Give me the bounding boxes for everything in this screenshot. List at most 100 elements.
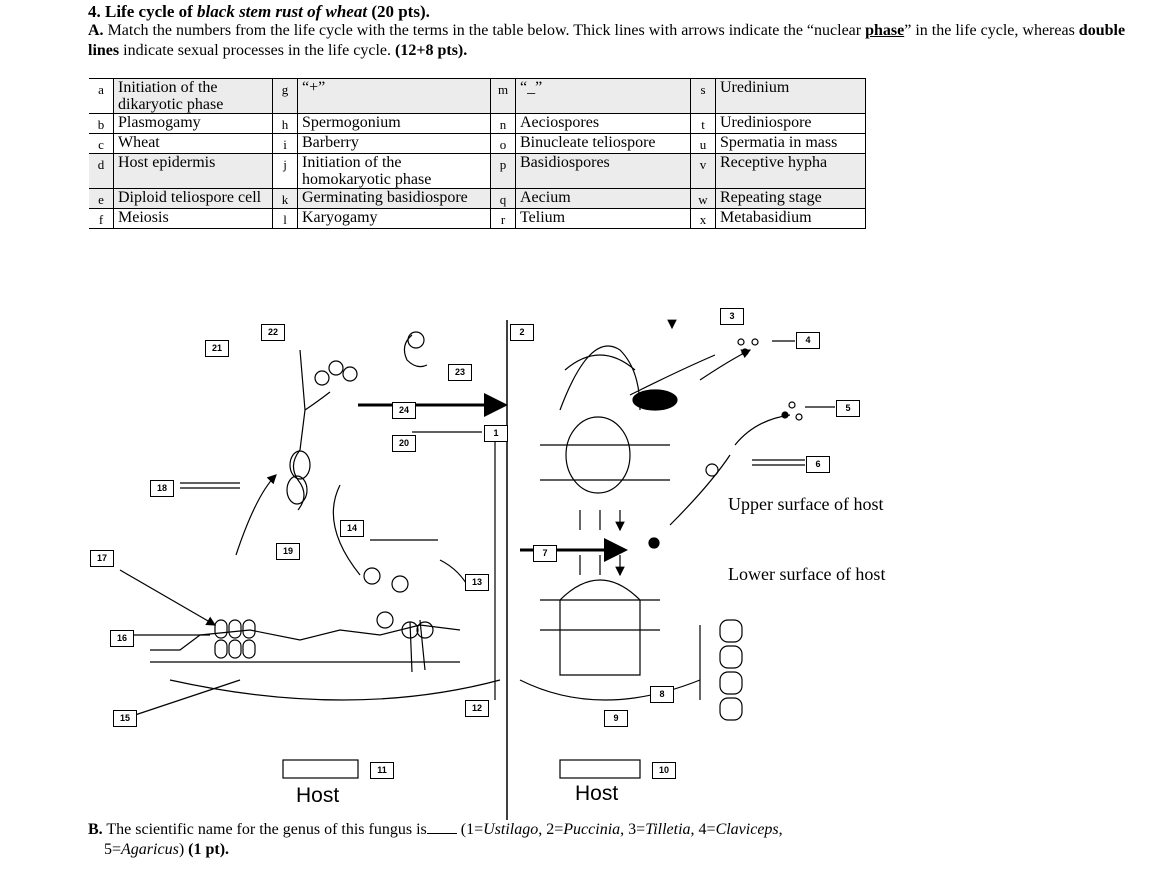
- term-letter: k: [272, 188, 298, 209]
- term-letter: c: [89, 133, 114, 154]
- term-letter: e: [89, 188, 114, 209]
- term-cell: Telium: [515, 208, 691, 229]
- term-cell: Plasmogamy: [113, 113, 273, 134]
- diagram-number-11: 11: [370, 762, 394, 779]
- options-text: , 2=: [538, 821, 564, 838]
- option-puccinia: Puccinia: [563, 821, 621, 838]
- part-a-text: indicate sexual processes in the life cy…: [119, 42, 396, 59]
- term-letter: l: [272, 208, 298, 229]
- diagram-number-3: 3: [720, 308, 744, 325]
- term-cell: “+”: [297, 78, 491, 114]
- table-row: d Host epidermis j Initiation of the hom…: [89, 153, 866, 189]
- diagram-number-5: 5: [836, 400, 860, 417]
- table-row: b Plasmogamy h Spermogonium n Aeciospore…: [89, 113, 866, 134]
- title-text: Life cycle of: [105, 2, 198, 21]
- term-cell: Meiosis: [113, 208, 273, 229]
- term-cell: Metabasidium: [715, 208, 866, 229]
- term-cell: Aeciospores: [515, 113, 691, 134]
- table-row: a Initiation of the dikaryotic phase g “…: [89, 78, 866, 114]
- host-label-right: Host: [575, 782, 619, 805]
- diagram-number-21: 21: [205, 340, 229, 357]
- term-letter: n: [490, 113, 516, 134]
- diagram-number-4: 4: [796, 332, 820, 349]
- table-row: f Meiosis l Karyogamy r Telium x Metabas…: [89, 208, 866, 229]
- diagram-number-14: 14: [340, 520, 364, 537]
- table-row: c Wheat i Barberry o Binucleate teliospo…: [89, 133, 866, 154]
- host-label-left: Host: [296, 784, 340, 807]
- options-text: ): [178, 841, 185, 858]
- part-b-points: (1 pt).: [188, 841, 230, 858]
- terms-table: a Initiation of the dikaryotic phase g “…: [89, 78, 866, 229]
- diagram-number-22: 22: [261, 324, 285, 341]
- term-cell: Host epidermis: [113, 153, 273, 189]
- term-letter: t: [690, 113, 716, 134]
- diagram-number-1: 1: [484, 425, 508, 442]
- diagram-number-2: 2: [510, 324, 534, 341]
- part-a-instructions: A. Match the numbers from the life cycle…: [88, 21, 1138, 61]
- term-cell: Initiation of the dikaryotic phase: [113, 78, 273, 114]
- diagram-number-13: 13: [465, 574, 489, 591]
- term-letter: v: [690, 153, 716, 189]
- life-cycle-illustration: [119, 319, 835, 820]
- title-species: black stem rust of wheat: [197, 2, 368, 21]
- part-a-points: (12+8 pts).: [395, 42, 468, 59]
- diagram-number-9: 9: [604, 710, 628, 727]
- answer-blank[interactable]: [426, 819, 457, 834]
- diagram-number-12: 12: [465, 700, 489, 717]
- term-letter: r: [490, 208, 516, 229]
- diagram-number-17: 17: [90, 550, 114, 567]
- options-text: , 4=: [690, 821, 716, 838]
- option-claviceps: Claviceps: [715, 821, 779, 838]
- term-letter: i: [272, 133, 298, 154]
- part-a-text: ” in the life cycle, whereas: [904, 22, 1079, 39]
- term-cell: Barberry: [297, 133, 491, 154]
- term-cell: Germinating basidiospore: [297, 188, 491, 209]
- term-cell: Wheat: [113, 133, 273, 154]
- part-a-label: A.: [88, 22, 104, 39]
- question-title: 4. Life cycle of black stem rust of whea…: [88, 2, 430, 22]
- term-cell: Repeating stage: [715, 188, 866, 209]
- options-text: , 3=: [620, 821, 646, 838]
- option-ustilago: Ustilago: [483, 821, 539, 838]
- title-points: (20 pts).: [367, 2, 430, 21]
- term-cell: Receptive hypha: [715, 153, 866, 189]
- diagram-number-23: 23: [448, 364, 472, 381]
- term-cell: Uredinium: [715, 78, 866, 114]
- term-cell: Basidiospores: [515, 153, 691, 189]
- lower-surface-label: Lower surface of host: [728, 564, 886, 584]
- diagram-number-10: 10: [652, 762, 676, 779]
- term-cell: Karyogamy: [297, 208, 491, 229]
- diagram-number-6: 6: [806, 456, 830, 473]
- phase-word: phase: [865, 22, 905, 39]
- term-cell: Binucleate teliospore: [515, 133, 691, 154]
- term-letter: m: [490, 78, 516, 114]
- diagram-number-18: 18: [150, 480, 174, 497]
- term-letter: u: [690, 133, 716, 154]
- life-cycle-diagram: 22 21 2 3 4 23 24 5 1 20 6 18 14 19 7 17…: [0, 280, 1152, 820]
- term-cell: “_”: [515, 78, 691, 114]
- term-letter: q: [490, 188, 516, 209]
- options-text: 5=: [104, 841, 122, 858]
- term-letter: a: [89, 78, 114, 114]
- diagram-number-24: 24: [392, 402, 416, 419]
- term-letter: s: [690, 78, 716, 114]
- term-letter: w: [690, 188, 716, 209]
- diagram-number-7: 7: [533, 545, 557, 562]
- term-cell: Spermatia in mass: [715, 133, 866, 154]
- upper-surface-label: Upper surface of host: [728, 494, 884, 514]
- term-cell: Diploid teliospore cell: [113, 188, 273, 209]
- term-letter: p: [490, 153, 516, 189]
- term-cell: Spermogonium: [297, 113, 491, 134]
- table-row: e Diploid teliospore cell k Germinating …: [89, 188, 866, 209]
- part-b-question: B. The scientific name for the genus of …: [88, 819, 1088, 860]
- part-b-label: B.: [88, 821, 103, 838]
- diagram-number-8: 8: [650, 686, 674, 703]
- part-a-text: Match the numbers from the life cycle wi…: [107, 22, 866, 39]
- term-letter: d: [89, 153, 114, 189]
- diagram-number-16: 16: [110, 630, 134, 647]
- diagram-number-19: 19: [276, 543, 300, 560]
- diagram-number-15: 15: [113, 710, 137, 727]
- term-letter: h: [272, 113, 298, 134]
- term-cell: Initiation of the homokaryotic phase: [297, 153, 491, 189]
- term-letter: f: [89, 208, 114, 229]
